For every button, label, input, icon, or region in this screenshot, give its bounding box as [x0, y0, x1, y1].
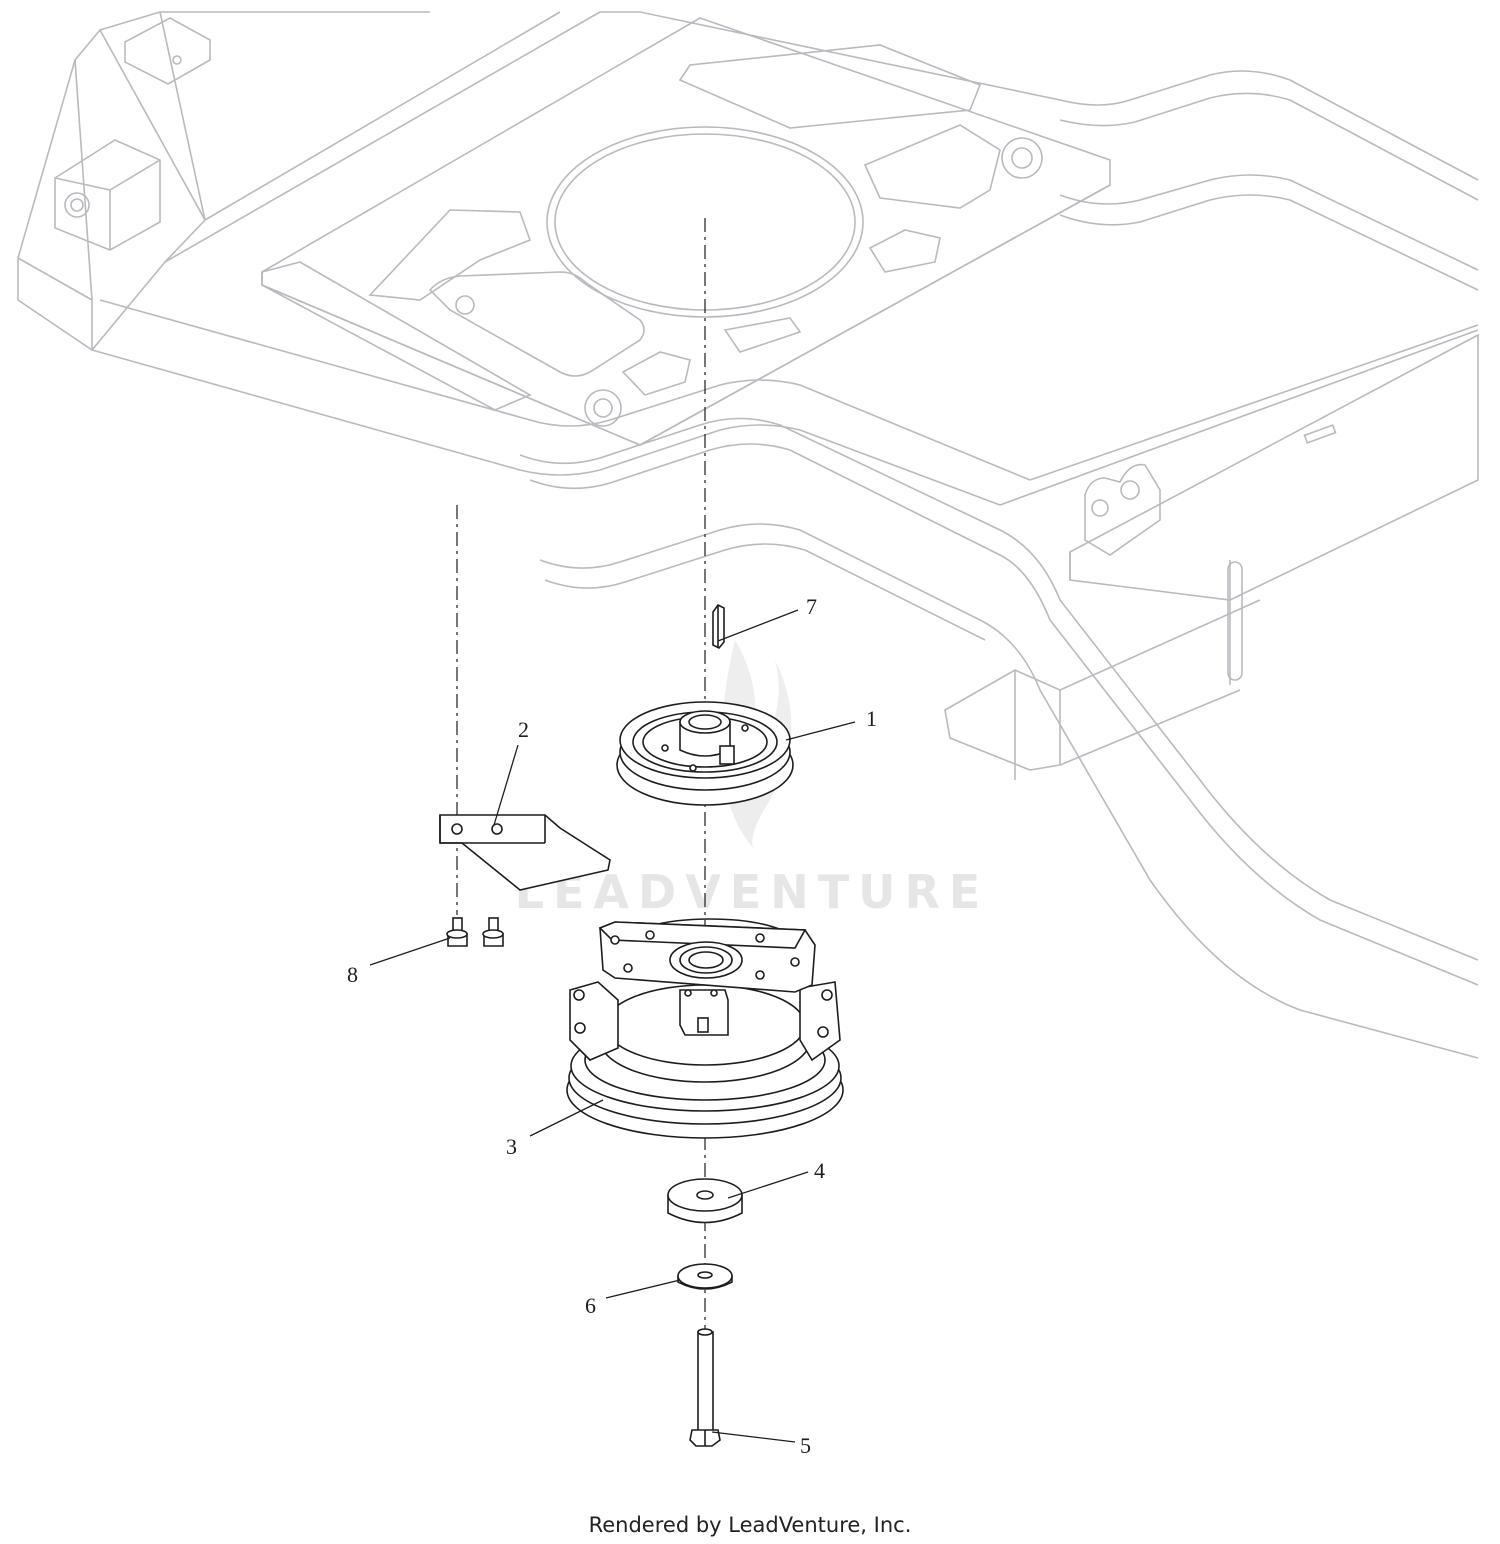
callout-8: 8 [347, 962, 358, 987]
frame-pivot-block [54, 139, 161, 251]
callout-6: 6 [585, 1293, 596, 1318]
mower-frame [17, 11, 1479, 1059]
callout-4: 4 [814, 1158, 825, 1183]
part-3-clutch [566, 918, 844, 1139]
part-8-bolts [446, 917, 504, 947]
callout-labels: 1 2 3 4 5 6 7 8 [347, 594, 877, 1458]
callout-7: 7 [806, 594, 817, 619]
part-4-spacer [667, 1178, 743, 1224]
leader-lines [369, 609, 856, 1443]
footer-credit: Rendered by LeadVenture, Inc. [588, 1513, 912, 1537]
part-7-key [712, 603, 725, 649]
callout-2: 2 [518, 717, 529, 742]
callout-1: 1 [866, 706, 877, 731]
callout-3: 3 [506, 1134, 517, 1159]
frame-left-bracket [17, 28, 206, 352]
part-6-washer [677, 1263, 733, 1290]
part-2-bracket [439, 814, 611, 891]
frame-center-opening [546, 126, 864, 318]
part-5-bolt [689, 1328, 721, 1447]
part-1-pulley [616, 701, 794, 806]
callout-5: 5 [800, 1433, 811, 1458]
